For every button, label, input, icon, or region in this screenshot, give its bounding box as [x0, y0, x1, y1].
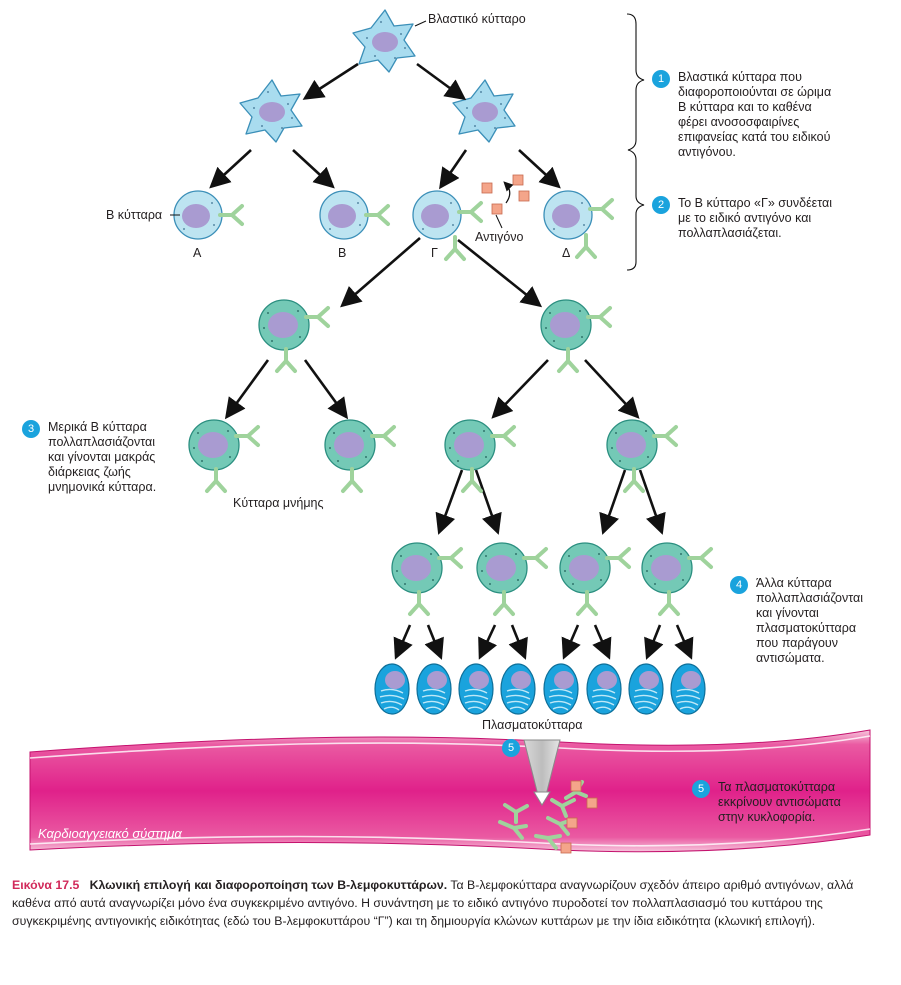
step-1: 1 Βλαστικά κύτταρα που διαφοροποιούνται …: [652, 70, 892, 165]
step-number: 3: [22, 420, 40, 438]
plasma-cell: [586, 663, 622, 715]
step-number: 2: [652, 196, 670, 214]
step-text: Το Β κύτταρο «Γ» συνδέεται με το ειδικό …: [678, 196, 832, 240]
label-cell-a: Α: [193, 246, 202, 260]
receptor-icon: [275, 347, 297, 373]
caption-body: Τα Β-λεμφοκύτταρα αναγνωρίζουν σχεδόν άπ…: [12, 878, 854, 928]
label-b-cells: Β κύτταρα: [106, 208, 163, 222]
bracket: [626, 13, 645, 271]
label-cardio: Καρδιοαγγειακό σύστημα: [38, 826, 182, 841]
step-number: 5: [692, 780, 710, 798]
proliferation-arrows: [224, 237, 694, 660]
receptor-icon: [408, 590, 430, 616]
receptor-icon: [575, 233, 597, 259]
memory-cell: [324, 419, 376, 471]
antigen-icon: [570, 780, 582, 792]
b-cell-d: [543, 190, 593, 240]
step-number: 1: [652, 70, 670, 88]
receptor-icon: [457, 201, 483, 223]
antigen-icon: [518, 190, 530, 202]
b-cell-b: [319, 190, 369, 240]
plasma-cell: [374, 663, 410, 715]
b-cell-g: [412, 190, 462, 240]
activated-b-cell: [476, 542, 528, 594]
step-text: Άλλα κύτταρα πολλαπλασιάζονται και γίνον…: [756, 576, 863, 665]
receptor-icon: [364, 204, 390, 226]
label-plasma-cells: Πλασματοκύτταρα: [482, 718, 583, 732]
receptor-icon: [588, 198, 614, 220]
step-text: Βλαστικά κύτταρα που διαφοροποιούνται σε…: [678, 70, 832, 159]
label-antigen: Αντιγόνο: [475, 230, 524, 244]
plasma-cell: [458, 663, 494, 715]
b-cell-a: [173, 190, 223, 240]
stem-cell: [352, 9, 416, 73]
antigen-icon: [586, 797, 598, 809]
activated-b-cell: [540, 299, 592, 351]
differentiation-arrows: [209, 62, 561, 190]
receptor-icon: [493, 590, 515, 616]
step-4: 4 Άλλα κύτταρα πολλαπλασιάζονται και γίν…: [730, 576, 890, 671]
receptor-icon: [557, 347, 579, 373]
step-text: Μερικά Β κύτταρα πολλαπλασιάζονται και γ…: [48, 420, 157, 494]
antigen-icon: [512, 174, 524, 186]
caption-title: Κλωνική επιλογή και διαφοροποίηση των Β-…: [89, 878, 448, 892]
activated-b-cell: [606, 419, 658, 471]
label-cell-d: Δ: [562, 246, 571, 260]
label-cell-g: Γ: [431, 246, 438, 260]
plasma-cell: [500, 663, 536, 715]
step-2: 2 Το Β κύτταρο «Γ» συνδέεται με το ειδικ…: [652, 196, 892, 246]
antibody-icon: [498, 780, 588, 850]
receptor-icon: [341, 467, 363, 493]
activated-b-cell: [258, 299, 310, 351]
activated-b-cell: [444, 419, 496, 471]
antigen-icon: [560, 842, 572, 854]
figure-caption: Εικόνα 17.5 Κλωνική επιλογή και διαφοροπ…: [12, 876, 890, 930]
clonal-selection-diagram: [29, 9, 871, 854]
activated-b-cell: [559, 542, 611, 594]
receptor-icon: [444, 235, 466, 261]
antigen-icon: [491, 203, 503, 215]
step-number: 4: [730, 576, 748, 594]
antigen-icon: [566, 817, 578, 829]
stem-cell-left: [239, 79, 303, 143]
receptor-icon: [576, 590, 598, 616]
plasma-cell: [543, 663, 579, 715]
receptor-icon: [218, 204, 244, 226]
plasma-cell: [416, 663, 452, 715]
step-3: 3 Μερικά Β κύτταρα πολλαπλασιάζονται και…: [22, 420, 212, 500]
activated-b-cell: [391, 542, 443, 594]
plasma-cell: [628, 663, 664, 715]
label-memory-cells: Κύτταρα μνήμης: [233, 496, 324, 510]
blood-vessel: [29, 729, 871, 853]
antigen-icon: [481, 182, 493, 194]
receptor-icon: [658, 590, 680, 616]
label-cell-b: Β: [338, 246, 347, 260]
stem-cell-right: [452, 79, 516, 143]
step-5: 5 Τα πλασματοκύτταρα εκκρίνουν αντισώματ…: [692, 780, 892, 830]
label-stem-cell: Βλαστικό κύτταρο: [428, 12, 526, 26]
step-badge-5: 5: [502, 739, 520, 757]
activated-b-cell: [641, 542, 693, 594]
caption-number: Εικόνα 17.5: [12, 878, 80, 892]
step-text: Τα πλασματοκύτταρα εκκρίνουν αντισώματα …: [718, 780, 841, 824]
plasma-cell: [670, 663, 706, 715]
